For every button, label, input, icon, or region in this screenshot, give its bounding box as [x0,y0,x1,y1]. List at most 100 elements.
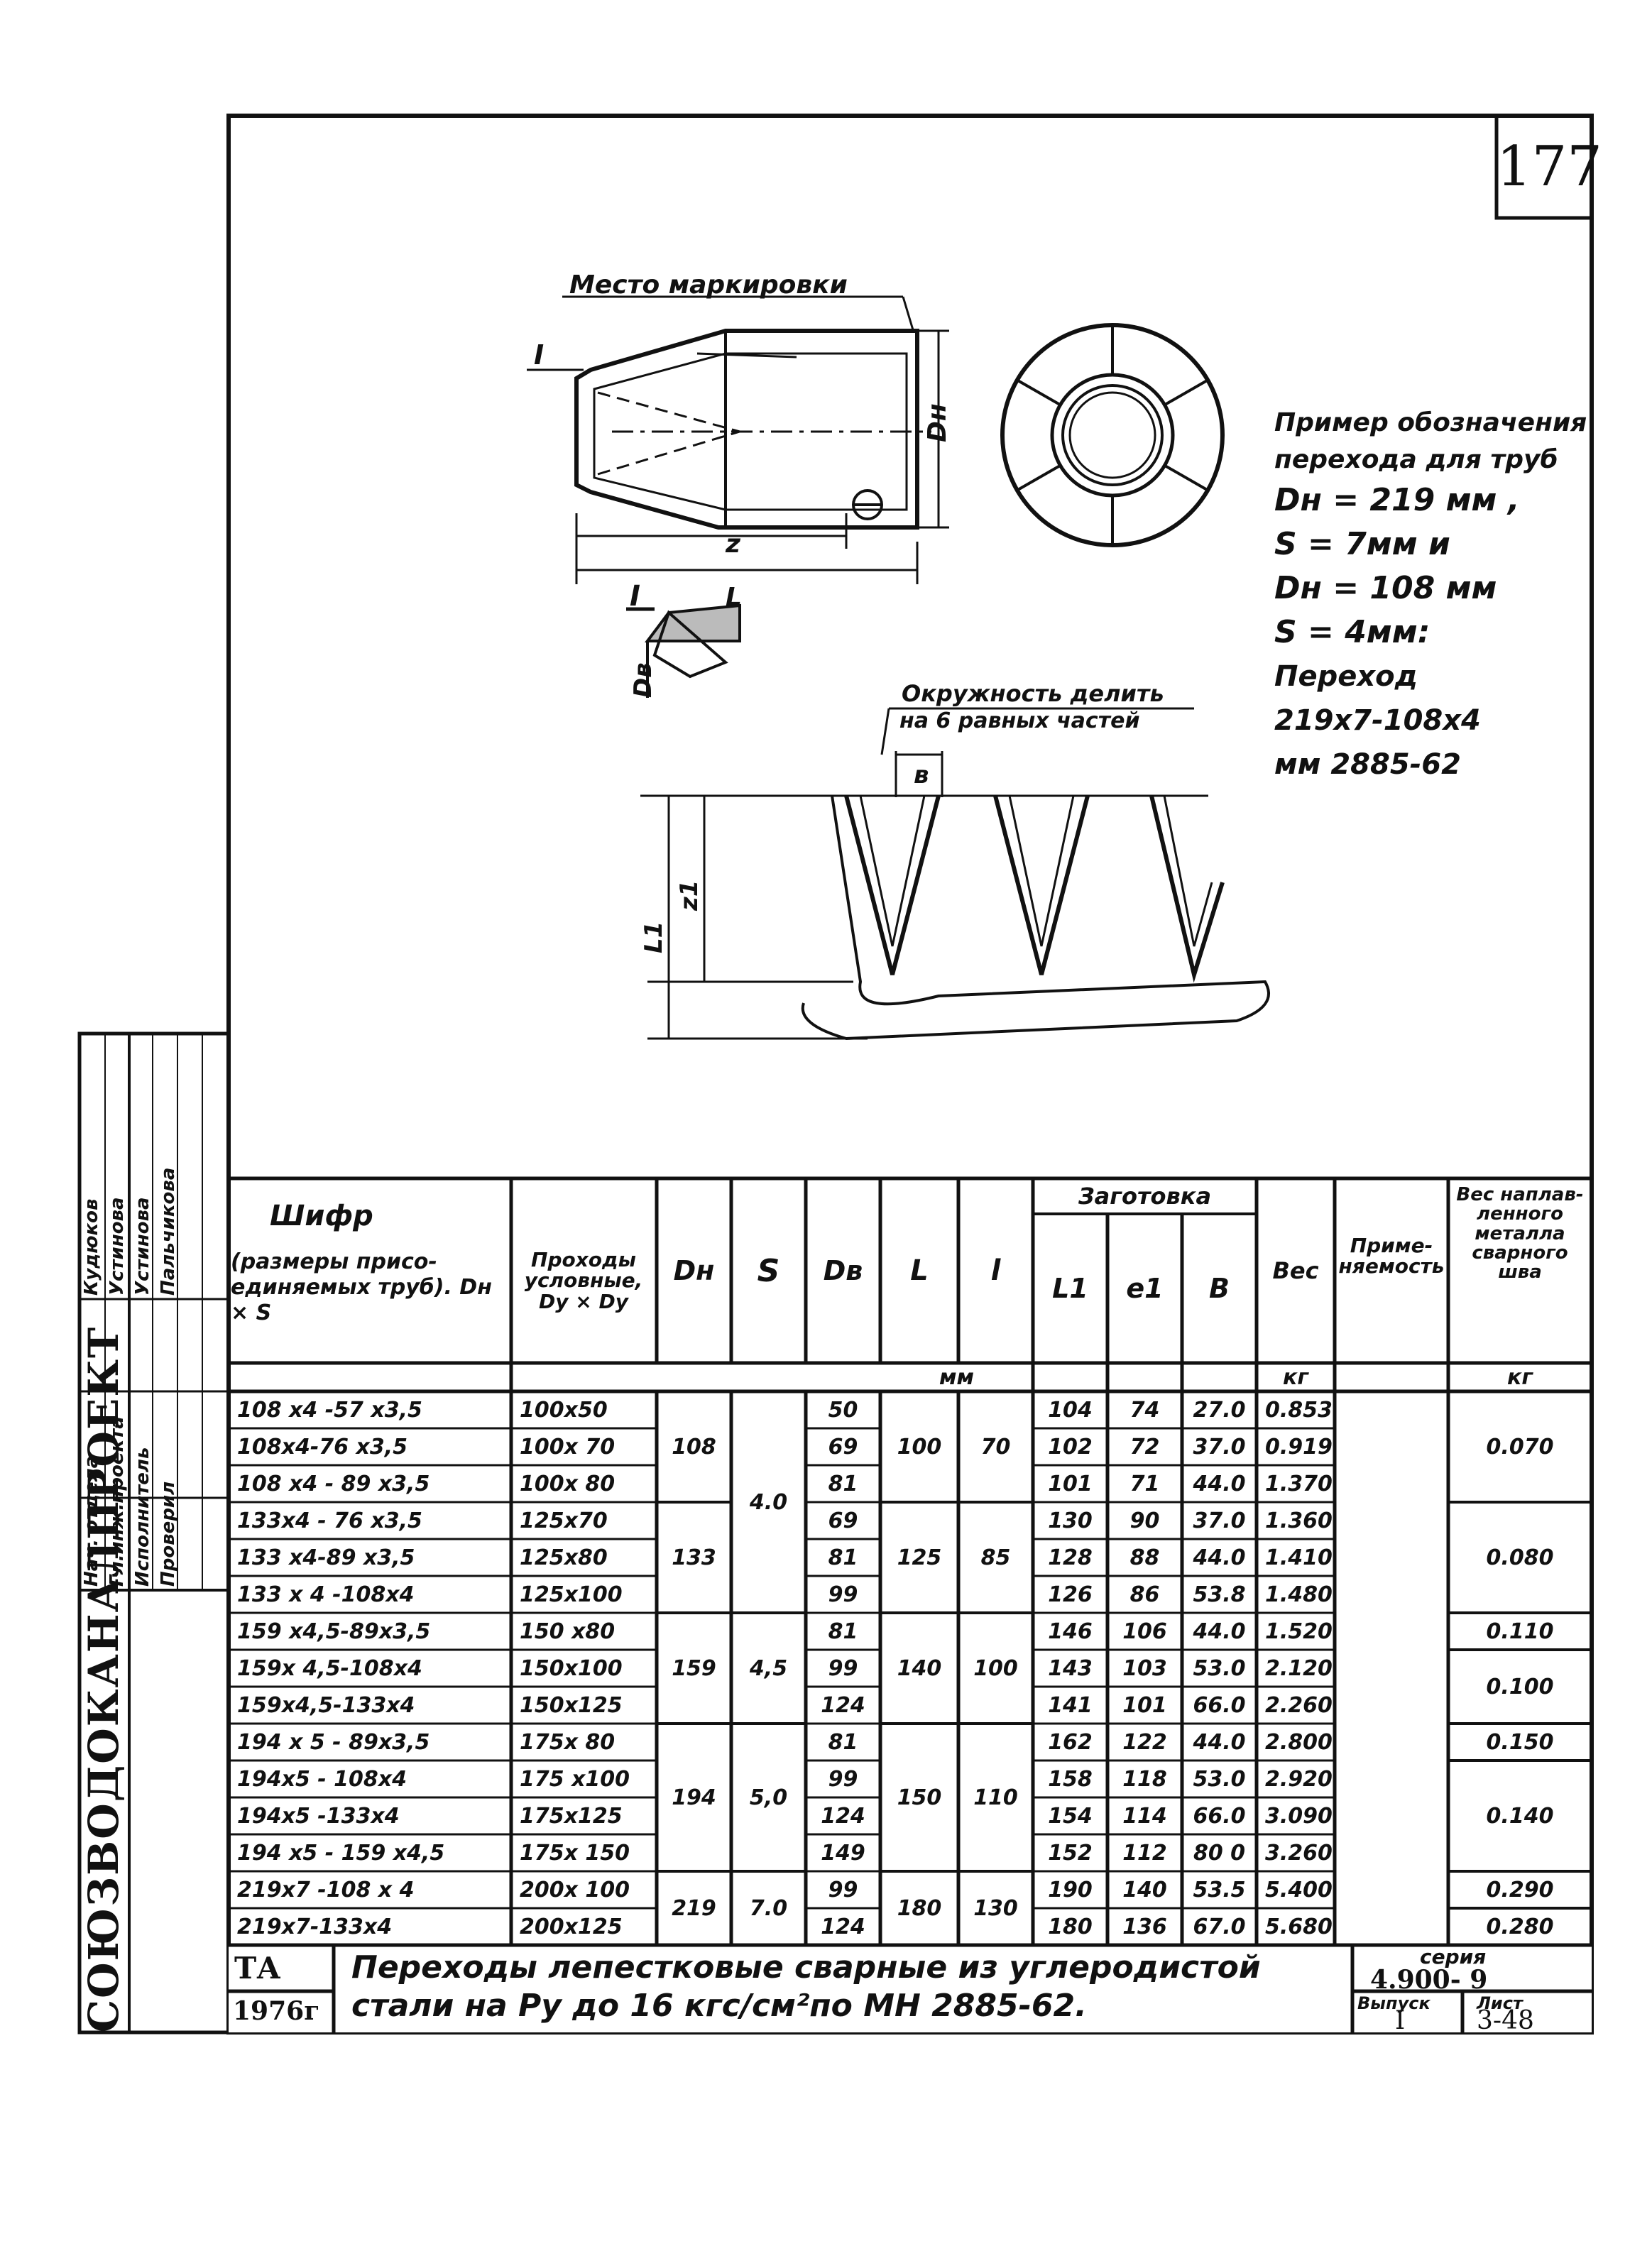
group-dn: 108 [672,1434,716,1460]
table-row-db: 124 [821,1803,865,1829]
table-row-db: 81 [828,1471,858,1496]
header-l1: е1 [1126,1273,1164,1304]
header-db: Dв [823,1255,863,1286]
stamp-issue-value: I [1395,2006,1406,2035]
table-row-L1: 154 [1048,1803,1093,1829]
dim-b: в [914,761,929,789]
table-row-l1: 88 [1129,1545,1160,1570]
side-stamp-name: Кудюков [81,1198,102,1296]
table-row-L1: 158 [1048,1766,1093,1792]
table-row-B: 66.0 [1193,1692,1246,1718]
table-row-code: 108х4-76 х3,5 [237,1434,407,1460]
table-row-db: 99 [828,1877,858,1902]
side-stamp-name: Устинова [106,1197,128,1296]
group-dn: 159 [672,1655,716,1681]
side-stamp-role: Проверил [158,1481,179,1587]
weld-value: 0.280 [1486,1914,1554,1939]
table-row-weight: 3.090 [1265,1803,1333,1829]
example-title-1: Пример обозначения [1274,408,1587,437]
stamp-year: 1976г [233,1996,320,2026]
group-dn: 219 [672,1895,716,1921]
table-row-L1: 128 [1048,1545,1093,1570]
table-row-weight: 0.919 [1265,1434,1333,1460]
group-L: 100 [897,1434,942,1460]
group-l: 110 [973,1785,1018,1810]
table-row-l1: 72 [1129,1434,1160,1460]
table-row-l1: 101 [1122,1692,1167,1718]
table-row-l1: 103 [1122,1655,1167,1681]
header-code-sub: (размеры присо- единяемых труб). Dн × S [231,1249,492,1325]
stamp-issue-label: Выпуск [1357,1993,1431,2013]
stamp-ta-box: ТА [234,1951,281,1986]
table-row-weight: 0.853 [1265,1397,1333,1423]
table-row-B: 53.8 [1193,1582,1246,1607]
table-row-L1: 146 [1048,1619,1093,1644]
table-row-B: 44.0 [1193,1619,1246,1644]
group-l: 70 [980,1434,1011,1460]
side-stamp-name: Пальчикова [158,1167,179,1296]
table-row-pass: 150х100 [520,1655,623,1681]
example-line-2: S = 7мм и [1274,526,1450,562]
table-row-code: 219х7-133х4 [237,1914,393,1939]
petal-pattern [640,751,1270,1041]
table-row-code: 159х 4,5-108х4 [237,1655,422,1681]
table-row-weight: 5.680 [1265,1914,1333,1939]
table-row-code: 159х4,5-133х4 [237,1692,415,1718]
table-row-pass: 175 х100 [520,1766,630,1792]
table-row-db: 99 [828,1582,858,1607]
example-line-5: Переход [1274,660,1418,693]
end-view [1000,323,1225,547]
designation-example: Пример обозначения перехода для труб Dн … [1274,405,1587,787]
table-row-l1: 136 [1122,1914,1167,1939]
table-row-pass: 200х125 [520,1914,623,1939]
table-row-code: 108 х4 -57 х3,5 [237,1397,422,1423]
dim-z: z [725,530,741,559]
table-row-code: 219х7 -108 х 4 [237,1877,415,1902]
table-row-pass: 100х50 [520,1397,608,1423]
header-dn: Dн [673,1255,715,1286]
table-row-db: 124 [821,1692,865,1718]
side-stamp-role: Гл.инж.проекта [106,1416,128,1587]
group-l: 100 [973,1655,1018,1681]
table-row-pass: 125х70 [520,1508,608,1533]
table-row-weight: 1.370 [1265,1471,1333,1496]
table-row-L1: 101 [1048,1471,1093,1496]
table-row-B: 80 0 [1193,1840,1246,1866]
section-detail [626,603,741,698]
header-L1: L1 [1052,1273,1088,1304]
table-row-l1: 71 [1129,1471,1160,1496]
header-blank: Заготовка [1078,1183,1212,1210]
side-stamp-name: Устинова [132,1197,153,1296]
header-s: S [757,1252,780,1289]
table-row-pass: 200х 100 [520,1877,630,1902]
table-row-B: 53.5 [1193,1877,1246,1902]
table-row-db: 81 [828,1545,858,1570]
group-s: 7.0 [749,1895,788,1921]
table-row-L1: 152 [1048,1840,1093,1866]
table-row-weight: 2.920 [1265,1766,1333,1792]
table-row-B: 37.0 [1193,1434,1246,1460]
table-row-weight: 1.360 [1265,1508,1333,1533]
example-line-4: S = 4мм: [1274,614,1431,650]
table-row-L1: 190 [1048,1877,1093,1902]
table-row-weight: 1.480 [1265,1582,1333,1607]
stamp-series-value: 4.900- 9 [1370,1965,1488,1995]
table-row-pass: 175х 80 [520,1729,616,1755]
section-I-label: I [630,580,640,613]
dim-L1: L1 [640,921,668,953]
group-dn: 133 [672,1545,716,1570]
table-row-weight: 5.400 [1265,1877,1333,1902]
weld-value: 0.290 [1486,1877,1554,1902]
group-l: 85 [980,1545,1011,1570]
header-passes: Проходы условные, Dу × Dу [524,1248,643,1313]
group-L: 150 [897,1785,942,1810]
weld-value: 0.080 [1486,1545,1554,1570]
group-s: 4,5 [749,1655,788,1681]
table-row-L1: 126 [1048,1582,1093,1607]
table-row-db: 69 [828,1508,858,1533]
header-code-title: Шифр [270,1200,373,1232]
table-row-pass: 125х100 [520,1582,623,1607]
table-row-B: 37.0 [1193,1508,1246,1533]
